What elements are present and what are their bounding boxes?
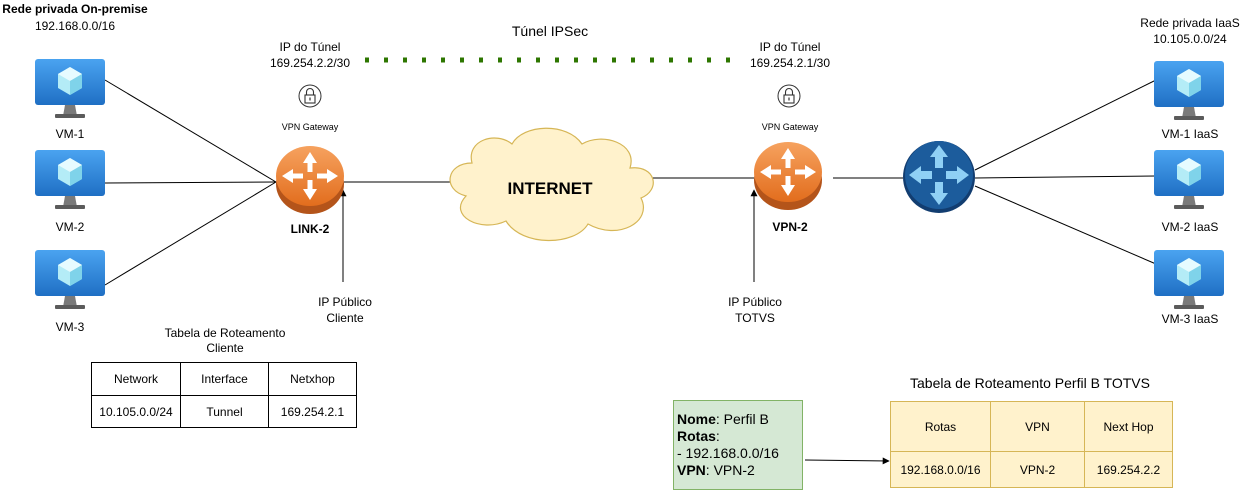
client-tunnel-ip: 169.254.2.2/30 <box>269 56 351 70</box>
link-vm3-gateway <box>104 181 277 286</box>
totvs-tunnel-ip: 169.254.2.1/30 <box>749 56 831 70</box>
table-header-cell: Network <box>91 362 181 396</box>
router-icon <box>903 141 975 213</box>
table-header-cell: Rotas <box>890 401 991 452</box>
table-header-cell: VPN <box>990 401 1085 452</box>
table-header-cell: Next Hop <box>1084 401 1173 452</box>
client-network-cidr: 192.168.0.0/16 <box>34 19 116 33</box>
client-routing-table-title: Tabela de Roteamento <box>164 326 286 340</box>
vm-icon <box>1154 250 1224 309</box>
totvs-gateway-caption: VPN Gateway <box>761 122 819 132</box>
profile-routes-suffix: : <box>715 428 720 444</box>
profile-route-item: - 192.168.0.0/16 <box>677 445 779 461</box>
totvs-routing-table: Rotas VPN Next Hop 192.168.0.0/16 VPN-2 … <box>890 401 1173 488</box>
table-cell: VPN-2 <box>990 451 1085 488</box>
link-router-vm1iaas <box>974 79 1157 171</box>
totvs-network-cidr: 10.105.0.0/24 <box>1153 32 1227 46</box>
totvs-public-ip-owner: TOTVS <box>735 311 775 325</box>
table-row: 192.168.0.0/16 VPN-2 169.254.2.2 <box>890 451 1173 488</box>
client-gateway-caption: VPN Gateway <box>281 122 339 132</box>
totvs-gateway-name: VPN-2 <box>772 220 808 234</box>
totvs-routing-table-title: Tabela de Roteamento Perfil B TOTVS <box>910 375 1150 391</box>
vm-icon <box>35 59 105 118</box>
lock-icon <box>298 84 322 108</box>
vm-label: VM-3 <box>55 320 85 334</box>
vpn-gateway-icon <box>276 146 344 214</box>
tunnel-label: Túnel IPSec <box>511 23 589 39</box>
totvs-network-title: Rede privada IaaS <box>1140 16 1240 30</box>
vm-label: VM-1 IaaS <box>1161 127 1219 141</box>
table-cell: 192.168.0.0/16 <box>890 451 991 488</box>
table-cell: Tunnel <box>180 395 269 428</box>
vm-label: VM-3 IaaS <box>1161 312 1219 326</box>
profile-vpn-key: VPN <box>677 462 706 478</box>
table-row: 10.105.0.0/24 Tunnel 169.254.2.1 <box>91 395 357 428</box>
client-routing-table-subtitle: Cliente <box>206 341 244 355</box>
vm-icon <box>1154 61 1224 120</box>
table-cell: 169.254.2.2 <box>1084 451 1173 488</box>
vm-icon <box>1154 150 1224 209</box>
link-vm2-gateway <box>104 181 277 184</box>
client-tunnel-ip-label: IP do Túnel <box>279 40 341 54</box>
client-public-ip-label: IP Público <box>318 295 372 309</box>
profile-routes-key: Rotas <box>677 428 716 444</box>
link-router-vm2iaas <box>974 175 1157 179</box>
table-header-cell: Interface <box>180 362 269 396</box>
client-public-ip-owner: Cliente <box>326 311 364 325</box>
vpn-gateway-icon <box>754 142 822 210</box>
internet-cloud <box>449 127 654 242</box>
client-gateway-name: LINK-2 <box>290 222 330 236</box>
table-cell: 10.105.0.0/24 <box>91 395 181 428</box>
client-routing-table: Network Interface Netxhop 10.105.0.0/24 … <box>91 362 357 428</box>
internet-label: INTERNET <box>507 179 593 198</box>
vm-icon <box>35 150 105 209</box>
table-cell: 169.254.2.1 <box>268 395 357 428</box>
profile-box: Nome: Perfil B Rotas: - 192.168.0.0/16 V… <box>673 400 803 490</box>
arrow-profile-to-table <box>804 457 890 465</box>
lock-icon <box>777 84 801 108</box>
totvs-tunnel-ip-label: IP do Túnel <box>759 40 821 54</box>
table-header-row: Network Interface Netxhop <box>91 362 357 396</box>
vm-label: VM-2 <box>55 220 85 234</box>
profile-name-value: : Perfil B <box>715 411 769 427</box>
profile-vpn-value: : VPN-2 <box>705 462 755 478</box>
link-vm1-gateway <box>104 79 277 183</box>
table-header-row: Rotas VPN Next Hop <box>890 401 1173 452</box>
totvs-public-ip-label: IP Público <box>728 295 782 309</box>
vm-icon <box>35 250 105 309</box>
link-router-vm3iaas <box>974 185 1157 265</box>
table-header-cell: Netxhop <box>268 362 357 396</box>
vm-label: VM-1 <box>55 127 85 141</box>
vm-label: VM-2 IaaS <box>1161 220 1219 234</box>
profile-name-key: Nome <box>677 411 716 427</box>
client-network-title: Rede privada On-premise <box>2 2 148 16</box>
